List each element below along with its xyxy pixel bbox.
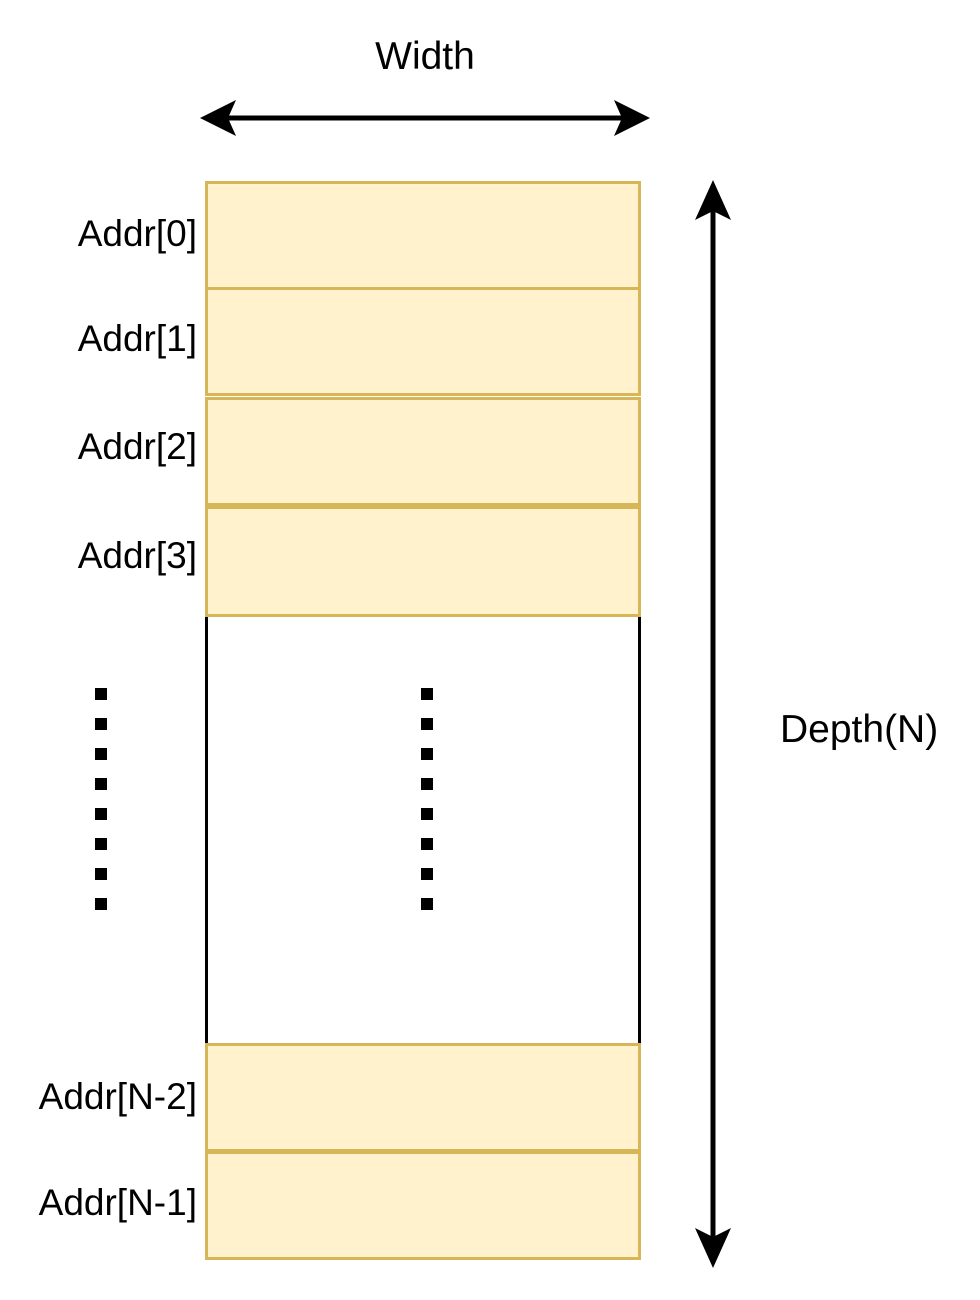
ellipsis-dot-right — [421, 838, 433, 850]
depth-caption: Depth(N) — [780, 708, 939, 751]
width-caption: Width — [375, 35, 475, 78]
vertical-ellipsis-left-icon — [95, 688, 107, 912]
address-label-addr0: Addr[0] — [77, 213, 197, 254]
address-label-addr2: Addr[2] — [77, 426, 197, 467]
ellipsis-dot-left — [95, 778, 107, 790]
ellipsis-dot-right — [421, 898, 433, 910]
memory-cell-addr2 — [205, 397, 641, 506]
memory-cell-addrN2 — [205, 1043, 641, 1152]
ellipsis-dot-right — [421, 868, 433, 880]
ellipsis-dot-right — [421, 718, 433, 730]
memory-cell-addr0 — [205, 181, 641, 290]
ellipsis-dot-left — [95, 868, 107, 880]
memory-cell-addr1 — [205, 287, 641, 396]
ellipsis-dot-right — [421, 748, 433, 760]
ellipsis-dot-left — [95, 718, 107, 730]
ellipsis-dot-left — [95, 688, 107, 700]
address-labels: Addr[0] Addr[1] Addr[2] Addr[3] Addr[N-2… — [0, 0, 197, 1300]
ellipsis-dot-right — [421, 778, 433, 790]
memory-cell-addrN1 — [205, 1151, 641, 1260]
ellipsis-dot-right — [421, 808, 433, 820]
memory-cell-addr3 — [205, 506, 641, 617]
ellipsis-dot-left — [95, 898, 107, 910]
memory-array — [205, 181, 641, 1260]
address-label-addrN2: Addr[N-2] — [38, 1076, 197, 1117]
address-label-addrN1: Addr[N-1] — [38, 1182, 197, 1223]
width-arrow-icon — [200, 100, 650, 136]
ellipsis-dot-left — [95, 838, 107, 850]
depth-arrow-icon — [695, 180, 731, 1268]
address-label-addr1: Addr[1] — [77, 318, 197, 359]
address-label-addr3: Addr[3] — [77, 535, 197, 576]
ellipsis-dot-left — [95, 748, 107, 760]
ellipsis-dot-left — [95, 808, 107, 820]
ellipsis-dot-right — [421, 688, 433, 700]
vertical-ellipsis-right-icon — [421, 688, 433, 912]
